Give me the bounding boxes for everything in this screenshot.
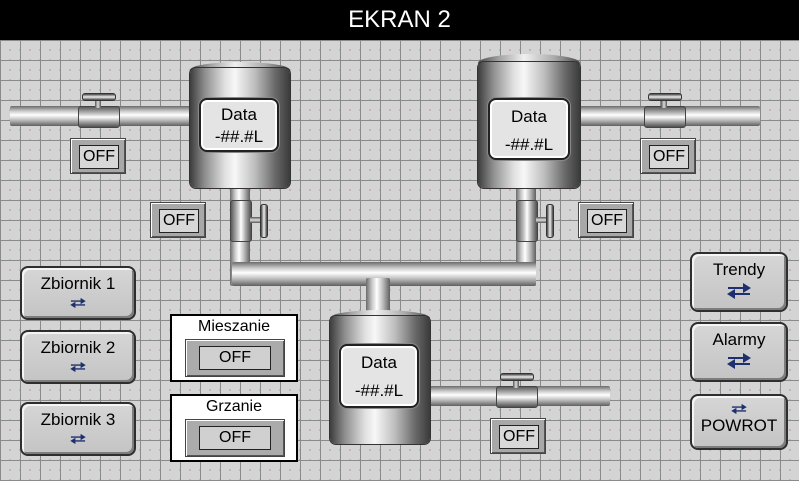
status-text: OFF bbox=[587, 209, 627, 233]
tank-3-value: -##.#L bbox=[354, 381, 404, 400]
button-label: Zbiornik 3 bbox=[40, 410, 116, 429]
swap-arrows-icon bbox=[727, 353, 751, 369]
grzanie-toggle[interactable]: OFF bbox=[185, 419, 285, 457]
swap-arrows-icon bbox=[70, 433, 86, 445]
tank-2-display: Data -##.#L bbox=[488, 98, 570, 160]
tank-1-display: Data -##.#L bbox=[199, 98, 279, 152]
process-canvas: Data -##.#L Data -##.#L Data -##.#L bbox=[0, 40, 799, 481]
swap-arrows-icon bbox=[70, 361, 86, 373]
valve-body bbox=[644, 106, 686, 128]
status-text: OFF bbox=[499, 425, 539, 449]
valve-handwheel-icon bbox=[648, 93, 682, 101]
tank-2-label: Data bbox=[511, 107, 547, 126]
valve-handwheel-icon bbox=[546, 204, 554, 238]
mieszanie-panel: Mieszanie OFF bbox=[170, 314, 298, 382]
valve-body bbox=[230, 200, 252, 242]
alarmy-button[interactable]: Alarmy bbox=[690, 322, 788, 382]
valve-body bbox=[516, 200, 538, 242]
valve-body bbox=[496, 386, 538, 408]
button-label: POWROT bbox=[700, 416, 778, 435]
button-label: Alarmy bbox=[712, 330, 766, 349]
valve-stem bbox=[250, 217, 262, 223]
button-label: Trendy bbox=[712, 260, 766, 279]
swap-arrows-icon bbox=[727, 283, 751, 299]
zbiornik-3-button[interactable]: Zbiornik 3 bbox=[20, 402, 136, 456]
status-text: OFF bbox=[649, 145, 689, 169]
powrot-button[interactable]: POWROT bbox=[690, 394, 788, 450]
valve-stem bbox=[513, 376, 519, 388]
tank-3-label: Data bbox=[361, 353, 397, 372]
inlet-valve-left-status: OFF bbox=[70, 138, 126, 174]
inlet-valve-left[interactable] bbox=[78, 93, 120, 128]
zbiornik-2-button[interactable]: Zbiornik 2 bbox=[20, 330, 136, 384]
swap-arrows-icon bbox=[731, 403, 747, 415]
status-text: OFF bbox=[79, 145, 119, 169]
toggle-state: OFF bbox=[199, 346, 271, 370]
screen-title: EKRAN 2 bbox=[0, 0, 799, 40]
grzanie-panel: Grzanie OFF bbox=[170, 394, 298, 462]
zbiornik-1-button[interactable]: Zbiornik 1 bbox=[20, 266, 136, 320]
tank-1-value: -##.#L bbox=[214, 127, 264, 146]
valve-stem bbox=[536, 217, 548, 223]
valve-handwheel-icon bbox=[500, 373, 534, 381]
valve-stem bbox=[95, 96, 101, 108]
trendy-button[interactable]: Trendy bbox=[690, 252, 788, 312]
inlet-valve-right-status: OFF bbox=[640, 138, 696, 174]
valve-stem bbox=[661, 96, 667, 108]
tank-1-label: Data bbox=[221, 105, 257, 124]
button-label: Zbiornik 2 bbox=[40, 338, 116, 357]
drain-valve-left-status: OFF bbox=[150, 202, 206, 238]
valve-handwheel-icon bbox=[260, 204, 268, 238]
drain-valve-right[interactable] bbox=[516, 200, 556, 242]
grzanie-label: Grzanie bbox=[205, 398, 263, 415]
outlet-valve[interactable] bbox=[496, 373, 538, 408]
mieszanie-label: Mieszanie bbox=[197, 318, 271, 335]
toggle-state: OFF bbox=[199, 426, 271, 450]
outlet-valve-status: OFF bbox=[490, 418, 546, 454]
mieszanie-toggle[interactable]: OFF bbox=[185, 339, 285, 377]
valve-body bbox=[78, 106, 120, 128]
drain-valve-right-status: OFF bbox=[578, 202, 634, 238]
tank-3-display: Data -##.#L bbox=[339, 344, 419, 408]
status-text: OFF bbox=[159, 209, 199, 233]
button-label: Zbiornik 1 bbox=[40, 274, 116, 293]
swap-arrows-icon bbox=[70, 297, 86, 309]
tank-2-value: -##.#L bbox=[504, 135, 554, 154]
valve-handwheel-icon bbox=[82, 93, 116, 101]
drain-valve-left[interactable] bbox=[230, 200, 270, 242]
inlet-valve-right[interactable] bbox=[644, 93, 686, 128]
